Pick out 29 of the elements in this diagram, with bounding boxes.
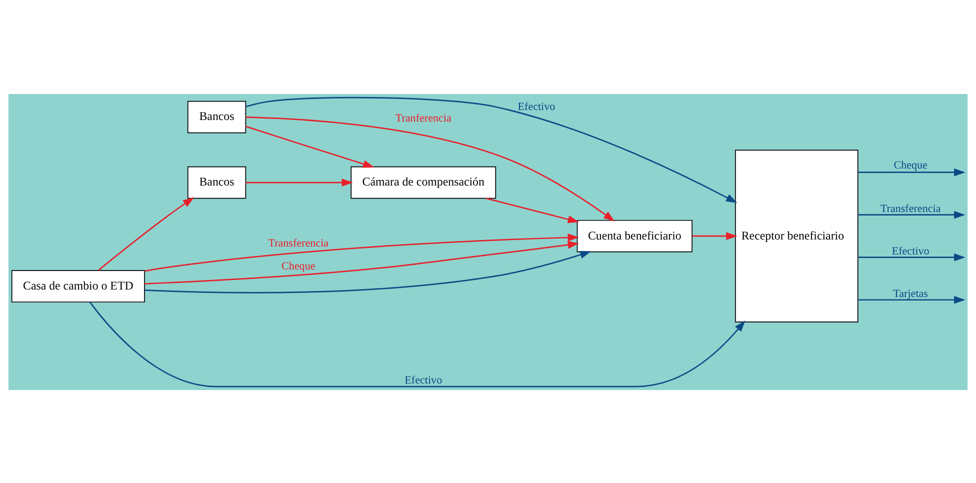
arrow bbox=[246, 116, 615, 221]
arrow bbox=[144, 240, 580, 284]
arrow bbox=[486, 197, 580, 223]
edge-label: Efectivo bbox=[892, 244, 930, 257]
edge-label: Cheque bbox=[894, 158, 928, 171]
node-box: Bancos bbox=[187, 166, 246, 198]
arrow bbox=[858, 168, 966, 176]
arrow bbox=[246, 96, 738, 202]
node-box: Casa de cambio o ETD bbox=[11, 270, 145, 302]
edge-label: Transferencia bbox=[268, 237, 329, 250]
node-box: Cámara de compensación bbox=[350, 166, 496, 198]
node-box: Bancos bbox=[187, 100, 246, 133]
arrow bbox=[89, 301, 746, 387]
arrow bbox=[692, 232, 738, 240]
arrow bbox=[858, 210, 966, 218]
arrow bbox=[858, 252, 966, 261]
arrow bbox=[246, 125, 374, 168]
arrow bbox=[858, 295, 966, 304]
edge-label: Tarjetas bbox=[893, 287, 928, 300]
arrow bbox=[98, 196, 194, 270]
arrow bbox=[246, 178, 354, 186]
node-box: Cuenta beneficiario bbox=[576, 219, 692, 252]
arrow bbox=[144, 250, 592, 293]
edge-label: Tranferencia bbox=[395, 112, 452, 124]
arrow bbox=[144, 233, 580, 272]
edge-label: Efectivo bbox=[518, 100, 556, 112]
edge-label: Transferencia bbox=[880, 202, 941, 214]
edge-label: Cheque bbox=[282, 260, 316, 272]
edge-label: Efectivo bbox=[404, 374, 442, 386]
